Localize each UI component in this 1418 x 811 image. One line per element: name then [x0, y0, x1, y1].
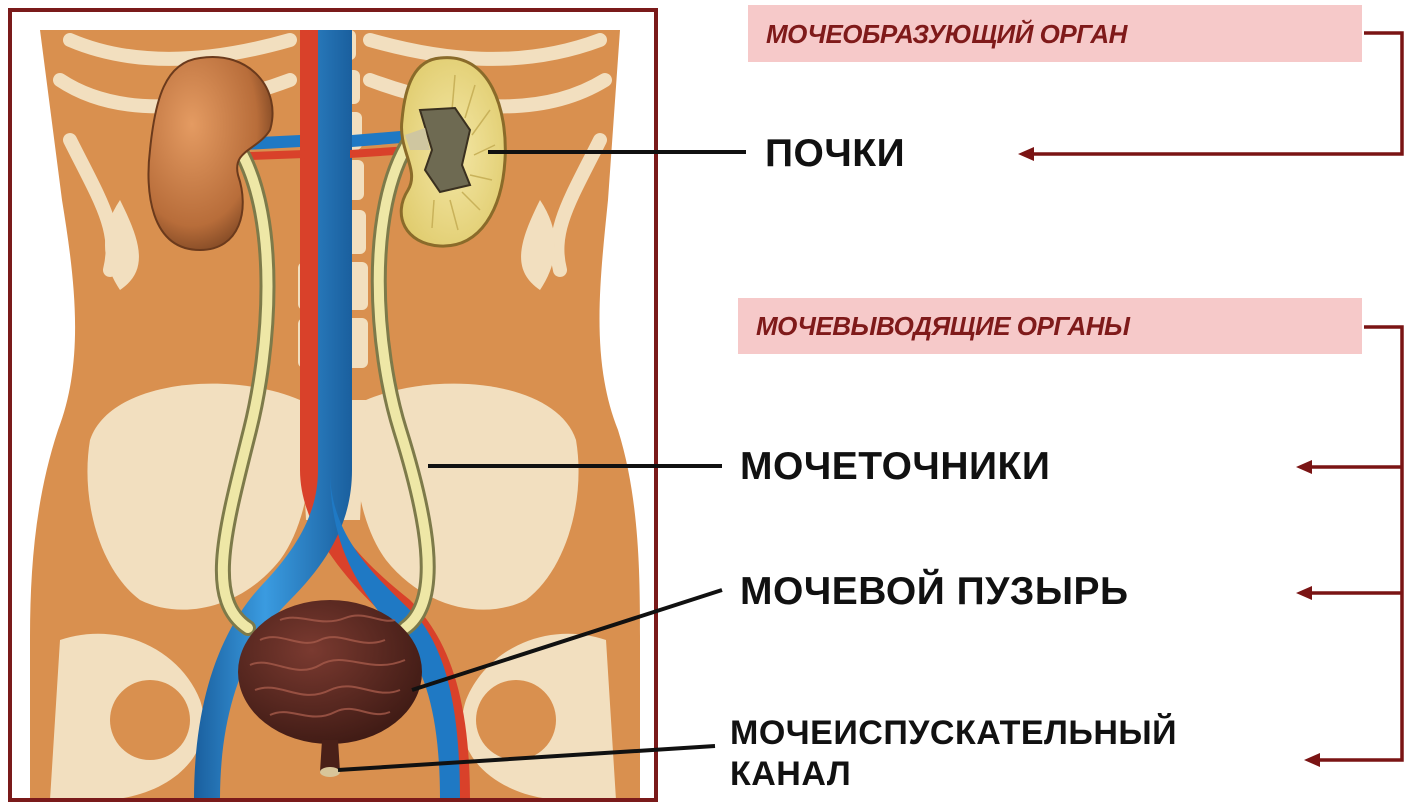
arrow-to-bladder — [1296, 586, 1312, 600]
label-ureters: МОЧЕТОЧНИКИ — [740, 445, 1050, 490]
arrow-to-urethra — [1304, 753, 1320, 767]
header-urine-excreting-text: МОЧЕВЫВОДЯЩИЕ ОРГАНЫ — [756, 313, 1130, 339]
bracket-urine-excreting — [1304, 327, 1402, 760]
label-ureters-text: МОЧЕТОЧНИКИ — [740, 445, 1050, 490]
label-urethra-line2: КАНАЛ — [730, 754, 1177, 795]
label-kidneys: ПОЧКИ — [765, 132, 905, 177]
label-bladder: МОЧЕВОЙ ПУЗЫРЬ — [740, 570, 1129, 615]
header-urine-forming-text: МОЧЕОБРАЗУЮЩИЙ ОРГАН — [766, 21, 1127, 47]
header-urine-excreting-organs: МОЧЕВЫВОДЯЩИЕ ОРГАНЫ — [738, 298, 1362, 354]
arrow-to-ureters — [1296, 460, 1312, 474]
label-urethra-line1: МОЧЕИСПУСКАТЕЛЬНЫЙ — [730, 713, 1177, 754]
arrow-to-kidneys — [1018, 147, 1034, 161]
label-bladder-text: МОЧЕВОЙ ПУЗЫРЬ — [740, 570, 1129, 615]
label-kidneys-text: ПОЧКИ — [765, 132, 905, 177]
header-urine-forming-organ: МОЧЕОБРАЗУЮЩИЙ ОРГАН — [748, 5, 1362, 62]
label-urethra: МОЧЕИСПУСКАТЕЛЬНЫЙ КАНАЛ — [730, 713, 1177, 796]
